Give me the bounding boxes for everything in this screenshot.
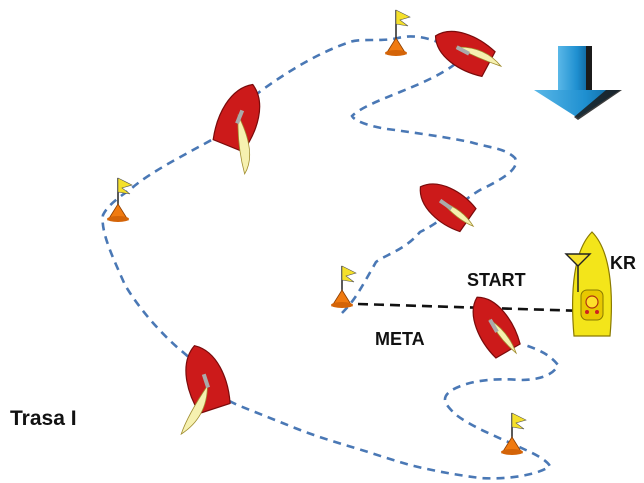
sailboat-icon [212, 83, 261, 175]
committee-boat-icon [564, 231, 612, 337]
buoy-flag-icon [385, 9, 411, 56]
wind-arrow-down-icon [534, 46, 622, 120]
course-title: Trasa I [10, 407, 77, 430]
buoy-flag-icon [107, 177, 133, 222]
sailboat-icon [419, 183, 477, 233]
finish-label: META [375, 329, 425, 349]
committee-boat-label: KR [610, 253, 636, 273]
sailboat-icon [180, 344, 231, 436]
buoy-flag-icon [331, 265, 357, 308]
start-line [357, 302, 586, 313]
course-line [101, 35, 560, 480]
buoy-flag-icon [501, 412, 527, 455]
start-label: START [467, 270, 526, 290]
sailboat-icon [434, 30, 503, 78]
sailboat-icon [472, 296, 521, 359]
